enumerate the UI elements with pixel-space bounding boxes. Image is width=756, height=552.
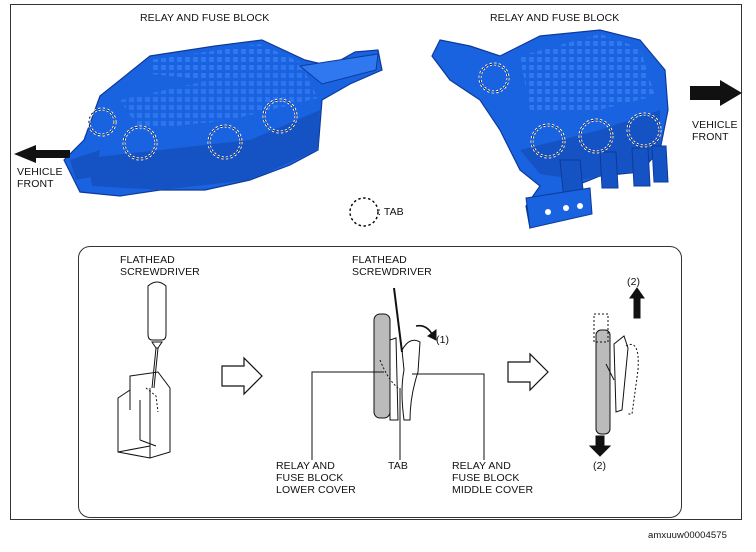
screwdriver-left [117, 281, 171, 459]
procedure-inset-panel [78, 246, 682, 518]
left-relay-fuse-block [63, 39, 383, 197]
tab-callout-label: TAB [388, 460, 408, 472]
left-tab-markers-outline [88, 99, 297, 160]
left-block-title: RELAY AND FUSE BLOCK [140, 12, 270, 24]
vehicle-front-label-left: VEHICLE FRONT [17, 166, 63, 190]
step-2-bottom-label: (2) [593, 460, 607, 472]
outline-arrow-icon [507, 352, 549, 392]
figure-frame [10, 4, 742, 520]
tab-circle-icon [349, 197, 379, 227]
lower-cover-label: RELAY AND FUSE BLOCK LOWER COVER [276, 460, 356, 496]
screwdriver-label-left: FLATHEAD SCREWDRIVER [120, 254, 200, 278]
arrow-left-icon [14, 145, 70, 163]
vehicle-front-label-right: VEHICLE FRONT [692, 119, 738, 143]
tab-release-detail [311, 287, 485, 460]
figure-id: amxuuw00004575 [648, 530, 728, 541]
middle-cover-label: RELAY AND FUSE BLOCK MIDDLE COVER [452, 460, 534, 496]
step-2-top-label: (2) [627, 276, 641, 288]
outline-arrow-icon [221, 356, 263, 396]
screwdriver-label-middle: FLATHEAD SCREWDRIVER [352, 254, 432, 278]
right-relay-fuse-block [431, 29, 669, 230]
arrow-up-icon [629, 287, 645, 319]
right-block-title: RELAY AND FUSE BLOCK [490, 12, 620, 24]
tab-legend-label: : TAB [378, 206, 404, 218]
arrow-right-icon [690, 80, 742, 106]
cover-separation-detail [588, 287, 645, 457]
step-1-label: (1) [436, 334, 450, 346]
arrow-down-icon [588, 435, 612, 457]
